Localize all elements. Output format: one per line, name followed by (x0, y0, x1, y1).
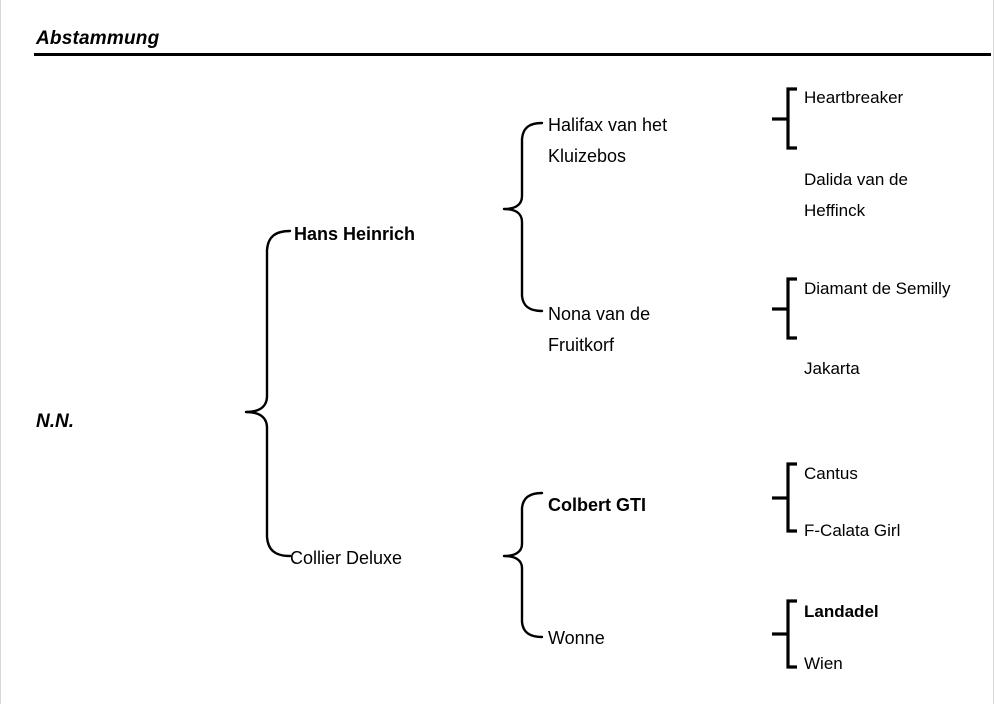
brace-collier-deluxe-to-gen3 (502, 491, 544, 639)
pedigree-node-cantus[interactable]: Cantus (804, 464, 858, 483)
pedigree-node-diamant-de-semilly[interactable]: Diamant de Semilly (804, 279, 951, 298)
pedigree-node-colbert-gti[interactable]: Colbert GTI (548, 495, 646, 515)
pedigree-node-halifax-van-het-kluizebos[interactable]: Halifax van het Kluizebos (548, 115, 668, 166)
pedigree-node-wien[interactable]: Wien (804, 654, 843, 673)
title-underline-rule (34, 53, 991, 56)
pedigree-node-gen1[interactable]: N.N. (36, 411, 74, 432)
brace-wonne-to-gen4 (772, 599, 797, 669)
brace-nona-to-gen4 (772, 277, 797, 340)
pedigree-node-dalida-van-de-heffinck[interactable]: Dalida van de Heffinck (804, 170, 908, 220)
pedigree-node-hans-heinrich[interactable]: Hans Heinrich (294, 224, 416, 244)
pedigree-node-collier-deluxe[interactable]: Collier Deluxe (290, 548, 403, 568)
brace-gen1-to-gen2 (244, 229, 292, 558)
pedigree-node-heartbreaker[interactable]: Heartbreaker (804, 88, 904, 107)
pedigree-node-jakarta[interactable]: Jakarta (804, 359, 860, 378)
brace-halifax-to-gen4 (772, 87, 797, 150)
pedigree-node-nona-van-de-fruitkorf[interactable]: Nona van de Fruitkorf (548, 304, 651, 355)
page-title: Abstammung (36, 28, 160, 49)
pedigree-node-landadel[interactable]: Landadel (804, 602, 879, 621)
pedigree-node-f-calata-girl[interactable]: F-Calata Girl (804, 521, 901, 540)
brace-hans-heinrich-to-gen3 (502, 121, 544, 313)
brace-colbert-to-gen4 (772, 462, 797, 533)
pedigree-node-wonne[interactable]: Wonne (548, 628, 605, 648)
